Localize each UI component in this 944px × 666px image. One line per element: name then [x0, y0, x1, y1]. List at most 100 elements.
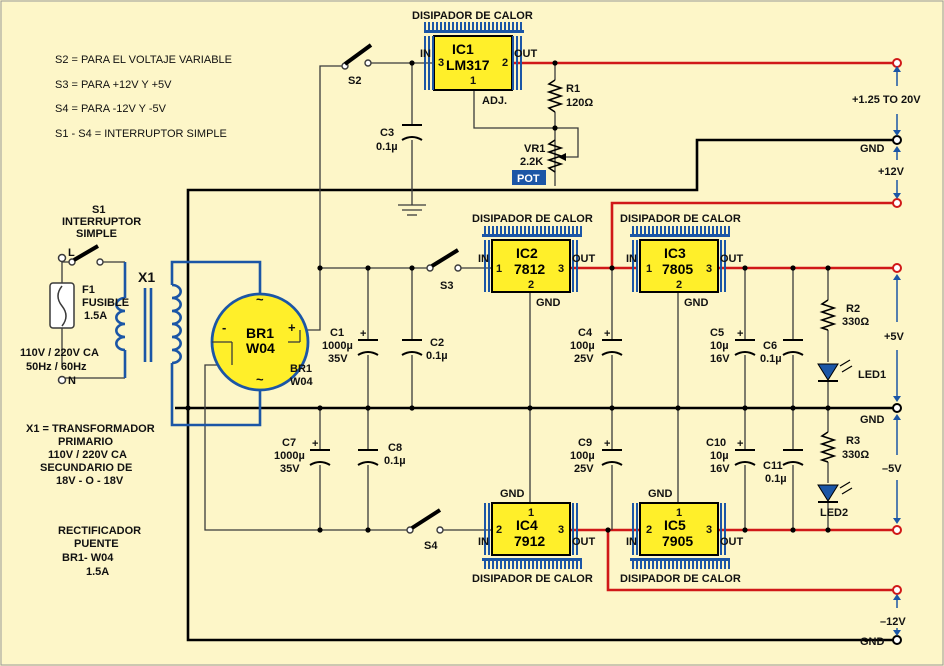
svg-text:3: 3 — [558, 524, 564, 536]
svg-text:W04: W04 — [246, 340, 275, 356]
svg-text:+: + — [312, 438, 318, 450]
mains-input: L N 110V / 220V CA 50Hz / 60Hz — [20, 247, 99, 387]
svg-text:3: 3 — [706, 524, 712, 536]
svg-text:7905: 7905 — [662, 533, 693, 549]
svg-text:1: 1 — [496, 263, 502, 275]
switch-s3: S3 — [426, 248, 462, 292]
pot-badge — [512, 170, 546, 185]
svg-text:110V / 220V CA: 110V / 220V CA — [48, 449, 127, 461]
svg-text:~: ~ — [256, 292, 264, 307]
svg-text:16V: 16V — [710, 353, 730, 365]
junctions — [185, 60, 831, 533]
svg-text:2: 2 — [496, 524, 502, 536]
svg-text:PUENTE: PUENTE — [74, 538, 119, 550]
regulator-ic5: DISIPADOR DE CALOR IC5 7905 1 2 3 IN OUT… — [620, 488, 744, 585]
svg-text:C1: C1 — [330, 327, 344, 339]
svg-text:GND: GND — [500, 488, 525, 500]
svg-text:330Ω: 330Ω — [842, 316, 869, 328]
svg-text:35V: 35V — [328, 353, 348, 365]
ground-wiring — [175, 138, 895, 642]
svg-text:+: + — [737, 438, 743, 450]
svg-text:C3: C3 — [380, 127, 394, 139]
svg-text:OUT: OUT — [720, 536, 744, 548]
svg-text:C5: C5 — [710, 327, 724, 339]
output-gnd-label-1: GND — [860, 143, 885, 155]
legend-s4: S4 = PARA -12V Y -5V — [55, 103, 167, 115]
svg-text:0.1µ: 0.1µ — [765, 473, 787, 485]
bridge-rectifier-br1: ~ ~ - + BR1 W04 BR1 W04 — [210, 292, 314, 392]
svg-text:S4: S4 — [424, 540, 438, 552]
svg-text:35V: 35V — [280, 463, 300, 475]
svg-text:C9: C9 — [578, 437, 592, 449]
svg-text:1: 1 — [646, 263, 652, 275]
capacitor-c4: + C4 100µ 25V — [570, 327, 623, 365]
svg-text:25V: 25V — [574, 463, 594, 475]
svg-text:IC3: IC3 — [664, 245, 686, 261]
output-terminals — [892, 58, 902, 645]
svg-text:LED1: LED1 — [858, 369, 886, 381]
svg-text:10µ: 10µ — [710, 450, 729, 462]
svg-text:IN: IN — [478, 536, 489, 548]
svg-text:330Ω: 330Ω — [842, 449, 869, 461]
svg-text:DISIPADOR DE CALOR: DISIPADOR DE CALOR — [620, 213, 741, 225]
svg-text:0.1µ: 0.1µ — [426, 350, 448, 362]
svg-text:+: + — [288, 320, 296, 335]
potentiometer-vr1: VR1 2.2K POT — [512, 139, 566, 185]
switch-s1: S1 INTERRUPTOR SIMPLE — [62, 204, 141, 266]
svg-text:SECUNDARIO DE: SECUNDARIO DE — [40, 462, 132, 474]
svg-text:C10: C10 — [706, 437, 726, 449]
legend-s3: S3 = PARA +12V Y +5V — [55, 79, 172, 91]
svg-text:DISIPADOR DE CALOR: DISIPADOR DE CALOR — [620, 573, 741, 585]
regulator-ic2: DISIPADOR DE CALOR IC2 7812 1 3 2 IN OUT… — [472, 213, 596, 309]
svg-text:F1: F1 — [82, 284, 95, 296]
led-1: LED1 — [817, 359, 886, 382]
svg-text:~: ~ — [256, 372, 264, 387]
svg-text:1: 1 — [676, 507, 682, 519]
svg-text:R3: R3 — [846, 435, 860, 447]
resistor-r2: R2 330Ω — [819, 299, 869, 331]
svg-text:IC2: IC2 — [516, 245, 538, 261]
capacitor-c11: C11 0.1µ — [763, 449, 804, 485]
svg-text:IN: IN — [478, 253, 489, 265]
svg-text:IN: IN — [626, 536, 637, 548]
terminal-n — [57, 375, 67, 385]
svg-text:IN: IN — [626, 253, 637, 265]
svg-text:GND: GND — [648, 488, 673, 500]
legend-s1-s4: S1 - S4 = INTERRUPTOR SIMPLE — [55, 128, 227, 140]
regulator-ic1: DISIPADOR DE CALOR IC1 LM317 3 2 1 IN OU… — [412, 10, 538, 107]
svg-text:C4: C4 — [578, 327, 593, 339]
svg-text:LED2: LED2 — [820, 507, 848, 519]
svg-text:IN: IN — [420, 48, 431, 60]
legend-s2: S2 = PARA EL VOLTAJE VARIABLE — [55, 54, 232, 66]
svg-text:INTERRUPTOR: INTERRUPTOR — [62, 216, 141, 228]
svg-text:IC4: IC4 — [516, 517, 538, 533]
svg-text:2: 2 — [528, 279, 534, 291]
led-2: LED2 — [817, 481, 853, 519]
svg-text:1000µ: 1000µ — [274, 450, 305, 462]
output-p5-label: +5V — [884, 331, 905, 343]
svg-text:1.5A: 1.5A — [84, 310, 107, 322]
svg-text:50Hz / 60Hz: 50Hz / 60Hz — [26, 361, 87, 373]
svg-text:7912: 7912 — [514, 533, 545, 549]
svg-text:0.1µ: 0.1µ — [376, 141, 398, 153]
svg-text:BR1: BR1 — [246, 325, 274, 341]
capacitor-c2: C2 0.1µ — [401, 337, 448, 362]
output-variable-label: +1.25 TO 20V — [852, 94, 921, 106]
heatsink-label: DISIPADOR DE CALOR — [412, 10, 533, 22]
svg-text:L: L — [68, 247, 75, 259]
svg-text:GND: GND — [536, 297, 561, 309]
capacitor-c6: C6 0.1µ — [760, 339, 804, 365]
svg-text:RECTIFICADOR: RECTIFICADOR — [58, 525, 141, 537]
svg-text:110V / 220V CA: 110V / 220V CA — [20, 347, 99, 359]
svg-text:25V: 25V — [574, 353, 594, 365]
resistor-r1: R1 120Ω — [546, 79, 593, 113]
svg-text:IC5: IC5 — [664, 517, 686, 533]
svg-text:PRIMARIO: PRIMARIO — [58, 436, 113, 448]
svg-text:R1: R1 — [566, 83, 580, 95]
svg-text:1: 1 — [528, 507, 534, 519]
capacitor-c1: + C1 1000µ 35V — [322, 327, 379, 365]
svg-text:DISIPADOR DE CALOR: DISIPADOR DE CALOR — [472, 573, 593, 585]
switch-s2: S2 — [341, 43, 373, 87]
svg-text:N: N — [68, 375, 76, 387]
